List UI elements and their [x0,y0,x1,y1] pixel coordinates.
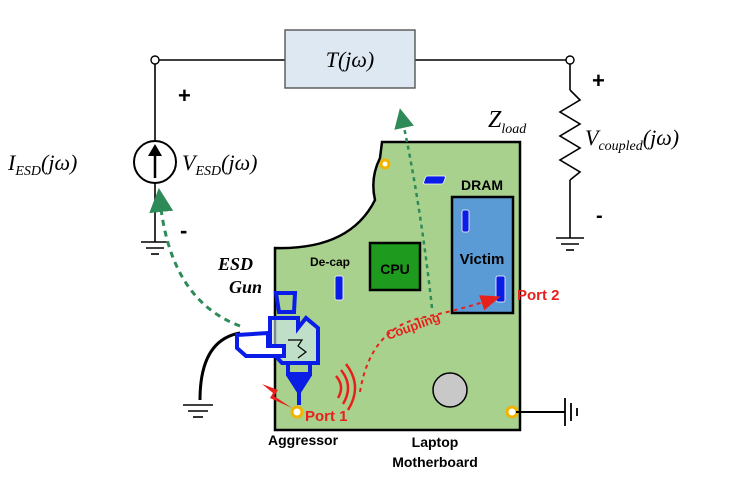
ground-icon [183,404,213,418]
ground-icon [141,241,169,255]
minus-right: - [596,205,603,227]
spark-icon [262,384,292,408]
transfer-label: T(jω) [326,47,375,72]
cpu-label: CPU [380,261,410,277]
ground-icon [564,398,578,426]
laptop-label-1: Laptop [412,434,459,450]
plus-left: + [178,83,191,108]
dram-label: DRAM [461,177,503,193]
resistor-icon [288,339,307,359]
aggressor-label: Aggressor [268,432,339,448]
esd-gun-label-1: ESD [217,254,253,274]
transfer-function-box [284,29,416,89]
mounting-hole [432,372,468,408]
victim-label: Victim [460,251,505,268]
capacitor-icon [334,175,506,303]
transfer-path-arrow [394,108,434,309]
decap-label: De-cap [310,255,350,269]
esd-current-label: IESD(jω) [7,150,77,179]
coupling-path-arrow [359,295,501,393]
radiation-waves-icon [335,363,357,411]
arrow-up-icon [148,144,162,156]
node-right [565,55,575,65]
node-left [150,55,160,65]
laptop-label-2: Motherboard [392,454,478,470]
port1-label: Port 1 [305,408,348,425]
coupled-voltage-label: Vcoupled(jω) [585,125,679,154]
minus-left: - [180,218,187,243]
zload-label: Zload [488,107,527,137]
esd-voltage-label: VESD(jω) [182,150,257,179]
port2-label: Port 2 [517,287,560,304]
plus-right: + [592,68,605,93]
esd-gun-label-2: Gun [229,277,262,297]
esd-path-arrow [149,188,241,328]
cpu-chip [368,241,422,292]
circuit-wires [154,59,582,242]
ground-icon [556,237,584,251]
